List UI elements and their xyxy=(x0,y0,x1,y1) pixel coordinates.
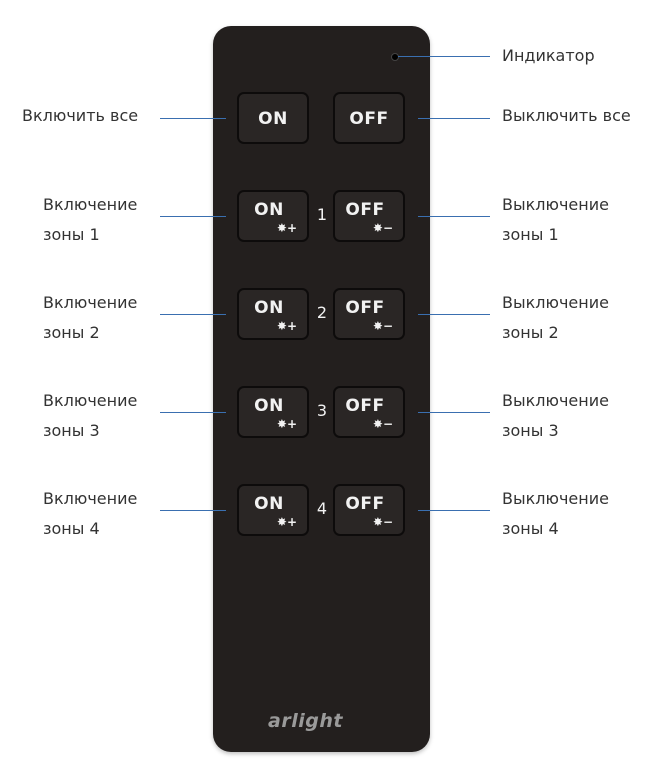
zone-on-button[interactable]: ON✸+ xyxy=(237,386,309,438)
leader-line xyxy=(418,118,490,119)
brightness-down-icon: ✸− xyxy=(372,515,393,529)
zone-on-button[interactable]: ON✸+ xyxy=(237,484,309,536)
brightness-up-icon: ✸+ xyxy=(276,221,297,235)
all-on-button[interactable]: ON xyxy=(237,92,309,144)
all-on-label: Включить все xyxy=(22,106,139,125)
zone-off-button[interactable]: OFF✸− xyxy=(333,386,405,438)
zone-off-button[interactable]: OFF✸− xyxy=(333,190,405,242)
leader-line xyxy=(398,56,490,57)
all-off-button[interactable]: OFF xyxy=(333,92,405,144)
zone-off-label: зоны 2 xyxy=(502,323,559,342)
button-label: OFF xyxy=(345,298,385,318)
button-label: ON xyxy=(254,494,284,514)
zone-off-label: Выключение xyxy=(502,195,609,214)
zone-on-label: зоны 1 xyxy=(43,225,100,244)
button-label: ON xyxy=(254,298,284,318)
zone-number: 3 xyxy=(316,401,328,420)
zone-off-label: зоны 1 xyxy=(502,225,559,244)
zone-on-label: зоны 2 xyxy=(43,323,100,342)
brightness-down-icon: ✸− xyxy=(372,221,393,235)
zone-number: 4 xyxy=(316,499,328,518)
leader-line xyxy=(160,216,226,217)
zone-off-label: Выключение xyxy=(502,293,609,312)
zone-number: 1 xyxy=(316,205,328,224)
brightness-up-icon: ✸+ xyxy=(276,515,297,529)
indicator-label: Индикатор xyxy=(502,46,595,65)
zone-on-label: Включение xyxy=(43,489,138,508)
all-off-label: Выключить все xyxy=(502,106,631,125)
brand-logo: arlight xyxy=(268,710,343,732)
zone-on-button[interactable]: ON✸+ xyxy=(237,190,309,242)
button-label: ON xyxy=(258,109,288,129)
button-label: ON xyxy=(254,200,284,220)
button-label: OFF xyxy=(345,396,385,416)
button-label: OFF xyxy=(345,200,385,220)
zone-on-button[interactable]: ON✸+ xyxy=(237,288,309,340)
zone-off-button[interactable]: OFF✸− xyxy=(333,484,405,536)
zone-off-label: Выключение xyxy=(502,489,609,508)
button-label: OFF xyxy=(349,109,389,129)
brightness-up-icon: ✸+ xyxy=(276,417,297,431)
button-label: ON xyxy=(254,396,284,416)
leader-line xyxy=(160,510,226,511)
leader-line xyxy=(418,510,490,511)
leader-line xyxy=(418,412,490,413)
leader-line xyxy=(160,412,226,413)
leader-line xyxy=(418,216,490,217)
zone-on-label: Включение xyxy=(43,293,138,312)
zone-off-button[interactable]: OFF✸− xyxy=(333,288,405,340)
zone-on-label: Включение xyxy=(43,391,138,410)
zone-on-label: зоны 4 xyxy=(43,519,100,538)
zone-number: 2 xyxy=(316,303,328,322)
brightness-down-icon: ✸− xyxy=(372,319,393,333)
leader-line xyxy=(418,314,490,315)
brightness-down-icon: ✸− xyxy=(372,417,393,431)
zone-off-label: зоны 4 xyxy=(502,519,559,538)
brightness-up-icon: ✸+ xyxy=(276,319,297,333)
leader-line xyxy=(160,118,226,119)
button-label: OFF xyxy=(345,494,385,514)
zone-off-label: зоны 3 xyxy=(502,421,559,440)
indicator-led xyxy=(391,53,399,61)
zone-on-label: Включение xyxy=(43,195,138,214)
leader-line xyxy=(160,314,226,315)
zone-on-label: зоны 3 xyxy=(43,421,100,440)
zone-off-label: Выключение xyxy=(502,391,609,410)
